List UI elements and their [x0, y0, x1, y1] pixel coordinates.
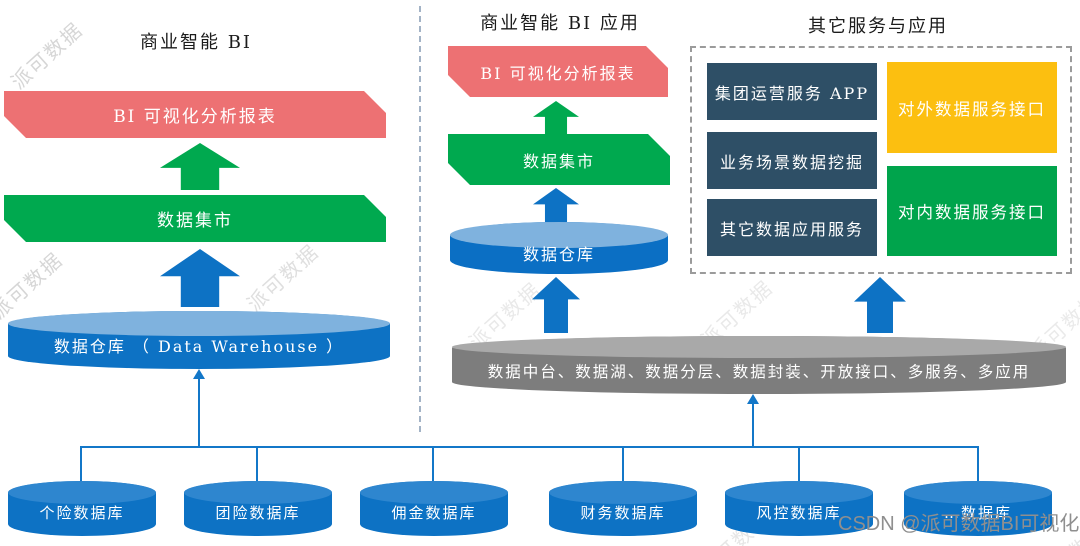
middle-section-title: 商业智能 BI 应用: [480, 13, 640, 34]
middle-mart-banner: 数据集市: [448, 134, 670, 185]
database-label: …数据库: [943, 504, 1012, 522]
left-mart-banner: 数据集市: [4, 195, 386, 242]
app-box-2: 业务场景数据挖掘: [707, 132, 877, 189]
cylinder-top: [450, 222, 668, 248]
platform-label: 数据中台、数据湖、数据分层、数据封装、开放接口、多服务、多应用: [487, 363, 1031, 381]
stub-db-2: [256, 446, 258, 486]
left-warehouse-label: 数据仓库 （ Data Warehouse ）: [53, 337, 345, 356]
services-panel: [690, 46, 1072, 274]
cylinder-top: [8, 311, 390, 336]
app-box-3-label: 其它数据应用服务: [719, 219, 864, 239]
left-section-title: 商业智能 BI: [139, 32, 253, 53]
internal-api-box: 对内数据服务接口: [887, 166, 1057, 256]
database-cylinder: 团险数据库: [184, 481, 332, 536]
middle-report-label: BI 可视化分析报表: [480, 63, 636, 83]
database-cylinder: 财务数据库: [549, 481, 697, 536]
external-api-box: 对外数据服务接口: [887, 62, 1057, 153]
stub-db-3: [432, 446, 434, 486]
connector-left-warehouse: [198, 378, 200, 448]
cylinder-top: [360, 481, 508, 504]
database-label: 佣金数据库: [391, 504, 477, 522]
app-box-1-label: 集团运营服务 APP: [714, 83, 870, 103]
cylinder-top: [184, 481, 332, 504]
database-cylinder: 个险数据库: [8, 481, 156, 536]
left-report-label: BI 可视化分析报表: [113, 107, 277, 127]
database-cylinder: …数据库: [904, 481, 1052, 536]
cylinder-top: [904, 481, 1052, 504]
cylinder-top: [725, 481, 873, 504]
left-report-banner: BI 可视化分析报表: [4, 91, 386, 138]
platform-cylinder: 数据中台、数据湖、数据分层、数据封装、开放接口、多服务、多应用: [452, 336, 1066, 394]
cylinder-top: [549, 481, 697, 504]
watermark-diagonal: 派可数据: [242, 239, 324, 316]
database-label: 个险数据库: [39, 504, 125, 522]
left-arrow-mart-to-report: [160, 143, 240, 190]
csdn-watermark: CSDN @派可数据BI可视化: [838, 513, 1080, 535]
app-box-1: 集团运营服务 APP: [707, 63, 877, 120]
app-box-2-label: 业务场景数据挖掘: [719, 152, 864, 172]
external-api-label: 对外数据服务接口: [898, 99, 1046, 119]
watermark-diagonal: 派可数据: [6, 17, 88, 94]
bus-line: [81, 446, 979, 448]
arrowhead-platform: [747, 394, 759, 404]
middle-warehouse-label: 数据仓库: [522, 245, 595, 264]
arrowhead-left-warehouse: [193, 369, 205, 379]
left-warehouse-cylinder: 数据仓库 （ Data Warehouse ）: [8, 311, 390, 369]
right-section-title: 其它服务与应用: [808, 16, 948, 37]
stub-db-1: [80, 446, 82, 486]
cylinder-top: [8, 481, 156, 504]
database-label: 风控数据库: [756, 504, 842, 522]
arrow-platform-to-warehouse: [532, 277, 580, 333]
stub-db-5: [798, 446, 800, 486]
middle-arrow-warehouse-to-mart: [533, 188, 579, 222]
connector-platform: [752, 403, 754, 448]
database-label: 财务数据库: [580, 504, 666, 522]
arrow-platform-to-services: [854, 277, 906, 333]
database-label: 团险数据库: [215, 504, 301, 522]
middle-mart-label: 数据集市: [522, 151, 595, 171]
cylinder-top: [452, 336, 1066, 358]
middle-warehouse-cylinder: 数据仓库: [450, 222, 668, 274]
middle-report-banner: BI 可视化分析报表: [448, 46, 668, 97]
internal-api-label: 对内数据服务接口: [898, 203, 1046, 222]
stub-db-4: [622, 446, 624, 486]
app-box-3: 其它数据应用服务: [707, 199, 877, 256]
database-cylinder: 风控数据库: [725, 481, 873, 536]
middle-arrow-mart-to-report: [533, 101, 579, 134]
section-divider: [419, 6, 421, 432]
database-cylinder: 佣金数据库: [360, 481, 508, 536]
left-arrow-warehouse-to-mart: [160, 249, 240, 307]
left-mart-label: 数据集市: [157, 211, 233, 231]
stub-db-6: [977, 446, 979, 486]
